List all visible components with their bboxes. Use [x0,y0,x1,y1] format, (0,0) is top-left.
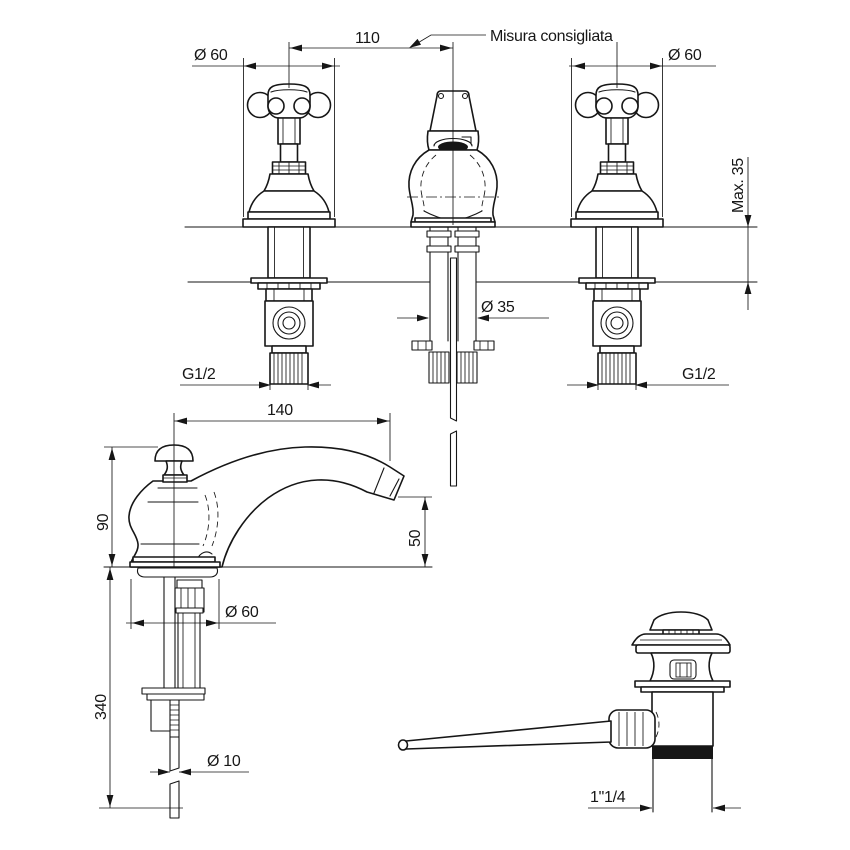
dim-right-thread: G1/2 [567,366,729,389]
side-base-plate [129,561,221,568]
dim-110-label: 110 [355,30,380,47]
dim-left-handle-dia: Ø 60 [192,47,340,70]
dim-max-deck-thickness: Max. 35 [705,157,757,310]
tab-detail [479,341,489,350]
rod-segment-lower [169,780,180,819]
overflow-window-inner [675,662,692,678]
side-knob-ring [162,474,188,483]
escutcheon-underside [136,567,219,578]
dim-dia10-label: Ø 10 [207,753,241,770]
dim-1-1-4-label: 1"1/4 [590,789,626,806]
mounting-bracket-lower [146,693,205,701]
tailpipe-walls [652,758,713,813]
left-valve-unit [242,41,336,391]
spout-side-outline [128,446,405,568]
mounting-tab-right [473,340,495,351]
dim-outlet-height: 50 [398,496,432,567]
waste-top-flange [635,644,731,654]
dim-below-deck-length: 340 [93,567,183,809]
rod-threaded [169,699,180,738]
supply-tube-side [177,612,201,689]
note-leader: Misura consigliata [407,28,613,51]
rod-thread-ticks [170,704,179,731]
nut-ridges [618,712,644,746]
rod-segment-upper [169,736,180,772]
dim-right-handle-dia: Ø 60 [569,47,716,70]
thread-lines [432,352,446,383]
dim-handle-spacing: 110 [289,30,453,52]
dim-140-label: 140 [267,402,293,419]
lever-rod [405,720,612,750]
dim-90-label: 90 [95,513,112,531]
side-view: 140 90 50 Ø 60 340 [93,402,433,819]
dim-g12-left-label: G1/2 [182,366,216,383]
dim-max35-label: Max. 35 [730,158,747,213]
tube-inner-lines [182,613,196,688]
dim-g12-right-label: G1/2 [682,366,716,383]
dim-dia60-base-label: Ø 60 [225,604,259,621]
front-view: 110 Misura consigliata Ø 60 Ø 60 Max. 35 [180,28,758,487]
waste-lower-body [651,691,714,747]
right-valve-unit [570,41,664,391]
threaded-tail-right [456,351,478,384]
dim-50-label: 50 [407,529,424,547]
mounting-tab-left [411,340,433,351]
tube-collar [426,245,452,253]
threaded-tail-left [428,351,450,384]
rubber-seal-band [652,746,713,759]
spout-end-cap-lines [373,467,400,497]
dim-dia60-left-label: Ø 60 [194,47,228,64]
dim-base-dia: Ø 60 [126,579,276,629]
side-inner-dashed [202,491,219,547]
center-supply-tails [411,226,495,487]
dim-dia60-right-label: Ø 60 [668,47,702,64]
plug-rim [631,633,731,646]
overflow-window [669,659,697,680]
dim-spout-height: 90 [95,446,158,567]
thread-lines [460,352,474,383]
tail-rim [175,607,204,614]
body-ring-lines [140,487,200,545]
popup-rod-lower [449,430,458,487]
dim-center-hole-dia: Ø 35 [397,299,549,322]
mounting-bracket [141,687,206,695]
valve-tail-top [176,579,203,589]
waste-dome-cap [649,611,713,631]
tube-collar [454,245,480,253]
lever-ball-nut [608,709,656,749]
body-inner-dashed [420,154,486,212]
knob-pin-right [461,92,469,100]
dim-340-label: 340 [93,694,110,720]
tube-collar [426,230,452,238]
side-below-deck [136,567,219,819]
waste-inner-dashed [655,711,660,738]
dim-drain-thread: 1"1/4 [588,789,741,812]
dim-left-thread: G1/2 [180,366,331,389]
knob-pin-left [437,92,445,100]
dim-dia35-label: Ø 35 [481,299,515,316]
tab-detail [417,341,427,350]
note-label: Misura consigliata [490,28,613,45]
overflow-window-bars [679,663,688,677]
supply-tube-walls [429,226,477,342]
rod-clamp [150,699,172,732]
dim-rod-dia: Ø 10 [150,753,249,776]
popup-rod-side [163,576,176,689]
popup-rod-upper [449,257,458,422]
dim-spout-reach: 140 [174,402,391,461]
spout-front-view [407,42,499,228]
waste-mid-flange [634,680,731,688]
waste-view: 1"1/4 [397,611,741,813]
lever-rod-tip [397,739,409,751]
collar-notch [461,136,472,145]
tube-collar [454,230,480,238]
